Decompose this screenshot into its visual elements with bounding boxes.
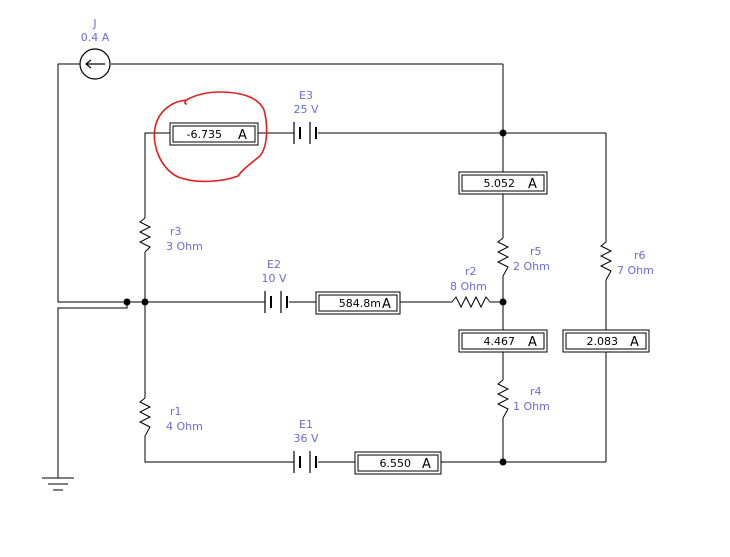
ammeter-a2: 5.052 A: [458, 171, 548, 195]
ammeter-a2-reading: 5.052: [484, 177, 516, 190]
battery-e1-name: E1: [299, 418, 313, 431]
ammeter-a4-reading: 4.467: [484, 335, 516, 348]
red-highlight-circle: [153, 91, 268, 183]
resistor-r4-name: r4: [530, 385, 542, 398]
battery-e3-value: 25 V: [293, 103, 318, 116]
resistor-r5-name: r5: [530, 245, 542, 258]
source-value: 0.4 A: [81, 31, 110, 44]
ammeter-a1-unit: A: [238, 128, 247, 143]
resistor-r3-value: 3 Ohm: [166, 240, 203, 253]
battery-e3-name: E3: [299, 89, 313, 102]
ammeter-a1-reading: -6.735: [187, 128, 222, 141]
resistor-r2: r2 8 Ohm: [450, 265, 491, 309]
resistor-r4-value: 1 Ohm: [513, 400, 550, 413]
battery-e2-value: 10 V: [261, 272, 286, 285]
ammeter-a2-unit: A: [528, 177, 537, 192]
battery-e1-value: 36 V: [293, 432, 318, 445]
ammeter-a6: 6.550 A: [354, 451, 442, 475]
ammeter-a5-unit: A: [630, 335, 639, 350]
junctions: [123, 129, 507, 466]
ammeter-a4-unit: A: [528, 335, 537, 350]
resistor-r1-value: 4 Ohm: [166, 420, 203, 433]
source-name: J: [92, 17, 96, 30]
resistor-r1-name: r1: [170, 405, 182, 418]
resistor-r5: r5 2 Ohm: [496, 237, 550, 277]
resistor-r2-name: r2: [465, 265, 477, 278]
resistor-r6-value: 7 Ohm: [617, 264, 654, 277]
resistor-r6-name: r6: [634, 249, 646, 262]
resistor-r1: r1 4 Ohm: [138, 397, 203, 437]
ammeter-a6-reading: 6.550: [380, 457, 412, 470]
current-source-j: J 0.4 A: [79, 17, 111, 80]
battery-e2: E2 10 V: [261, 258, 288, 313]
resistor-r5-value: 2 Ohm: [513, 260, 550, 273]
ammeter-a3-unit: A: [382, 297, 391, 312]
resistor-r3: r3 3 Ohm: [138, 217, 203, 253]
resistor-r2-value: 8 Ohm: [450, 280, 487, 293]
ammeter-a5-reading: 2.083: [587, 335, 619, 348]
ammeter-a3: 584.8m A: [315, 291, 401, 315]
battery-e2-name: E2: [267, 258, 281, 271]
resistor-r6: r6 7 Ohm: [599, 241, 654, 281]
wires: [42, 63, 607, 491]
battery-e3: E3 25 V: [293, 89, 319, 144]
ammeter-a4: 4.467 A: [458, 329, 548, 353]
ammeter-a1: -6.735 A: [169, 122, 259, 146]
ammeter-a5: 2.083 A: [562, 329, 650, 353]
resistor-r3-name: r3: [170, 225, 182, 238]
resistor-r4: r4 1 Ohm: [496, 379, 550, 419]
battery-e1: E1 36 V: [293, 418, 319, 473]
ammeter-a3-reading: 584.8m: [339, 297, 381, 310]
ammeter-a6-unit: A: [422, 457, 431, 472]
